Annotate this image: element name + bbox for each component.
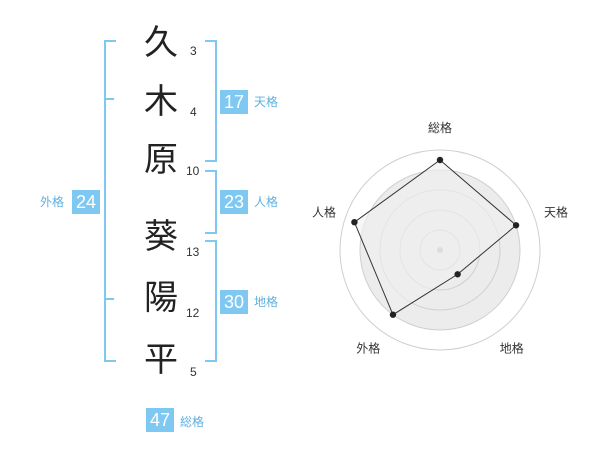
bracket-tick (106, 298, 114, 300)
tenkaku-badge: 17 (220, 90, 248, 114)
stroke-count-1: 3 (190, 44, 197, 58)
name-char-1: 久 (144, 23, 178, 63)
radar-ring (419, 229, 461, 271)
name-char-6: 平 (144, 340, 178, 380)
radar-series-polygon (353, 159, 517, 316)
radar-ring (379, 189, 501, 311)
radar-center (437, 247, 443, 253)
radar-axis-label-2: 天格 (544, 204, 568, 219)
radar-axis-label-3: 地格 (500, 341, 524, 356)
radar-ring (359, 169, 521, 331)
bracket-tick (106, 98, 114, 100)
radar-point-5 (351, 218, 358, 226)
radar-ring (339, 149, 541, 351)
gaikaku-label: 外格 (40, 195, 65, 209)
name-char-2: 木 (144, 82, 178, 122)
radar-axis-label-1: 総格 (428, 120, 452, 135)
radar-point-4 (389, 311, 397, 318)
jinkaku-badge: 23 (220, 190, 248, 214)
radar-axis-label-4: 外格 (356, 341, 380, 356)
tenkaku-label: 天格 (254, 95, 279, 109)
jinkaku-bracket (205, 170, 217, 234)
stroke-count-5: 12 (186, 306, 200, 320)
radar-background (360, 170, 520, 330)
chikaku-label: 地格 (254, 295, 279, 309)
name-char-5: 陽 (144, 278, 178, 318)
name-char-4: 葵 (144, 217, 178, 257)
stroke-count-6: 5 (190, 365, 197, 379)
stroke-count-4: 13 (186, 245, 200, 259)
gaikaku-badge: 24 (72, 190, 100, 214)
radar-point-3 (454, 271, 461, 278)
stroke-count-3: 10 (186, 164, 200, 178)
chikaku-bracket (205, 240, 217, 362)
radar-ring (399, 209, 481, 291)
radar-axis-label-5: 人格 (312, 204, 336, 219)
stroke-count-2: 4 (190, 105, 197, 119)
radar-point-1 (436, 156, 444, 164)
chikaku-badge: 30 (220, 290, 248, 314)
soukaku-badge: 47 (146, 408, 174, 432)
radar-point-2 (512, 222, 520, 229)
gaikaku-bracket (104, 40, 116, 362)
jinkaku-label: 人格 (254, 195, 279, 209)
tenkaku-bracket (205, 40, 217, 162)
name-char-3: 原 (144, 140, 178, 180)
soukaku-label: 総格 (180, 415, 205, 429)
